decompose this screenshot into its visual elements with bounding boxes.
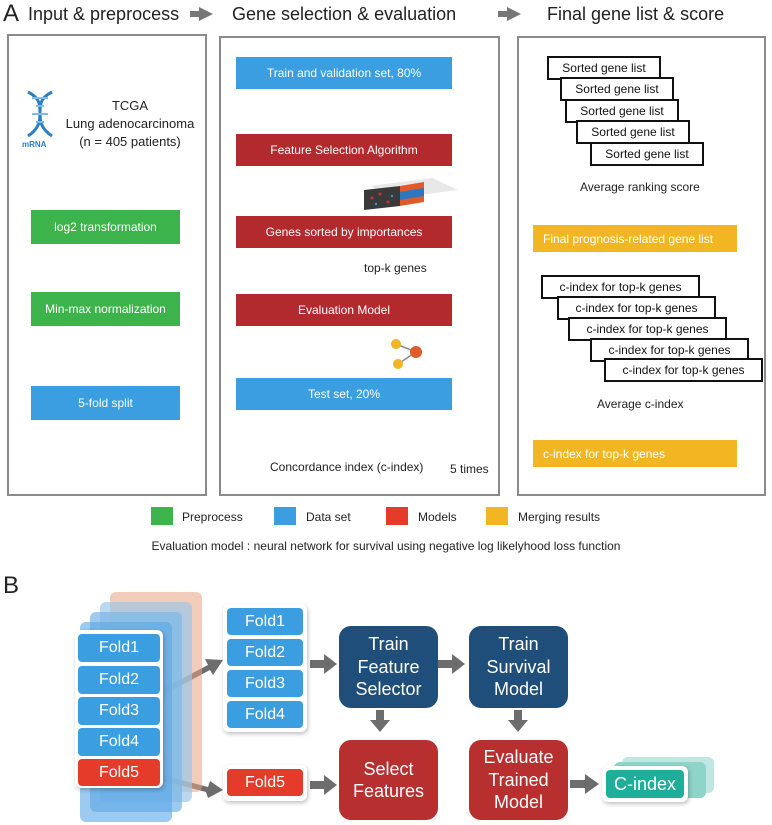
cindex-box: C-index bbox=[606, 770, 684, 798]
train-fold-3: Fold3 bbox=[227, 670, 303, 697]
fold-5: Fold5 bbox=[78, 759, 160, 786]
cindex-topk-4: c-index for top-k genes bbox=[590, 338, 749, 362]
genes-sorted-box: Genes sorted by importances bbox=[236, 216, 452, 248]
panel-b-label: B bbox=[3, 572, 20, 599]
train-fold-2: Fold2 bbox=[227, 639, 303, 666]
average-ranking-label: Average ranking score bbox=[580, 180, 700, 194]
legend-label-merging: Merging results bbox=[518, 510, 601, 524]
evaluation-model-note: Evaluation model : neural network for su… bbox=[151, 539, 621, 553]
sorted-gene-list-2: Sorted gene list bbox=[560, 77, 674, 101]
arrow-selector-to-survival bbox=[438, 654, 465, 674]
select-features-box: Select Features bbox=[339, 740, 438, 820]
cindex-final-box: c-index for top-k genes bbox=[533, 440, 737, 467]
train-survival-model-box: Train Survival Model bbox=[469, 626, 568, 708]
train-fold-4: Fold4 bbox=[227, 701, 303, 728]
network-icon bbox=[391, 339, 422, 369]
sorted-gene-list-5: Sorted gene list bbox=[590, 142, 704, 166]
patients-label: (n = 405 patients) bbox=[79, 134, 181, 149]
mrna-label: mRNA bbox=[22, 140, 47, 149]
arrow-test-to-select bbox=[310, 775, 337, 795]
header-arrow-1 bbox=[190, 7, 213, 21]
panel-a-label: A bbox=[3, 0, 20, 27]
arrow-survival-to-evaluate bbox=[508, 710, 528, 732]
evaluate-trained-model-box: Evaluate Trained Model bbox=[469, 740, 568, 820]
dataset-label: Lung adenocarcinoma bbox=[65, 116, 195, 131]
cindex-topk-1: c-index for top-k genes bbox=[541, 275, 700, 299]
legend-label-dataset: Data set bbox=[306, 510, 351, 524]
cindex-topk-2: c-index for top-k genes bbox=[557, 296, 716, 320]
legend-swatch-dataset bbox=[274, 507, 296, 525]
header-gene-selection: Gene selection & evaluation bbox=[232, 4, 457, 24]
evaluation-model-box: Evaluation Model bbox=[236, 294, 452, 326]
concordance-label: Concordance index (c-index) bbox=[270, 460, 424, 474]
header-final-gene-list: Final gene list & score bbox=[547, 4, 725, 24]
arrow-selector-to-select bbox=[370, 710, 390, 732]
legend-swatch-merging bbox=[486, 507, 508, 525]
topk-genes-label: top-k genes bbox=[364, 261, 427, 275]
fold-1: Fold1 bbox=[78, 634, 160, 662]
arrow-train-to-selector bbox=[310, 654, 337, 674]
fold-3: Fold3 bbox=[78, 697, 160, 725]
average-cindex-label: Average c-index bbox=[597, 397, 684, 411]
header-arrow-2 bbox=[498, 7, 521, 21]
mrna-icon bbox=[27, 90, 53, 138]
fold-4: Fold4 bbox=[78, 728, 160, 756]
train-fold-1: Fold1 bbox=[227, 608, 303, 635]
test-set-box: Test set, 20% bbox=[236, 378, 452, 410]
fold-2: Fold2 bbox=[78, 666, 160, 694]
legend-swatch-models bbox=[386, 507, 408, 525]
header-input-preprocess: Input & preprocess bbox=[28, 4, 180, 24]
legend-label-models: Models bbox=[418, 510, 457, 524]
minmax-normalization-box: Min-max normalization bbox=[31, 292, 180, 326]
sorted-gene-list-1: Sorted gene list bbox=[547, 56, 661, 80]
sorted-gene-list-4: Sorted gene list bbox=[576, 120, 690, 144]
test-fold-5: Fold5 bbox=[227, 769, 303, 796]
train-validation-box: Train and validation set, 80% bbox=[236, 57, 452, 89]
log2-transformation-box: log2 transformation bbox=[31, 210, 180, 244]
five-times-label: 5 times bbox=[450, 462, 489, 476]
tcga-label: TCGA bbox=[111, 98, 149, 113]
arrow-evaluate-to-cindex bbox=[570, 774, 599, 794]
panel-gene-selection bbox=[219, 36, 500, 496]
cindex-topk-5: c-index for top-k genes bbox=[604, 358, 763, 382]
five-fold-split-box: 5-fold split bbox=[31, 386, 180, 420]
train-feature-selector-box: Train Feature Selector bbox=[339, 626, 438, 708]
final-gene-list-box: Final prognosis-related gene list bbox=[533, 225, 737, 252]
legend-swatch-preprocess bbox=[151, 507, 173, 525]
heatmap-icon bbox=[364, 178, 458, 210]
legend-label-preprocess: Preprocess bbox=[182, 510, 243, 524]
feature-selection-box: Feature Selection Algorithm bbox=[236, 134, 452, 166]
